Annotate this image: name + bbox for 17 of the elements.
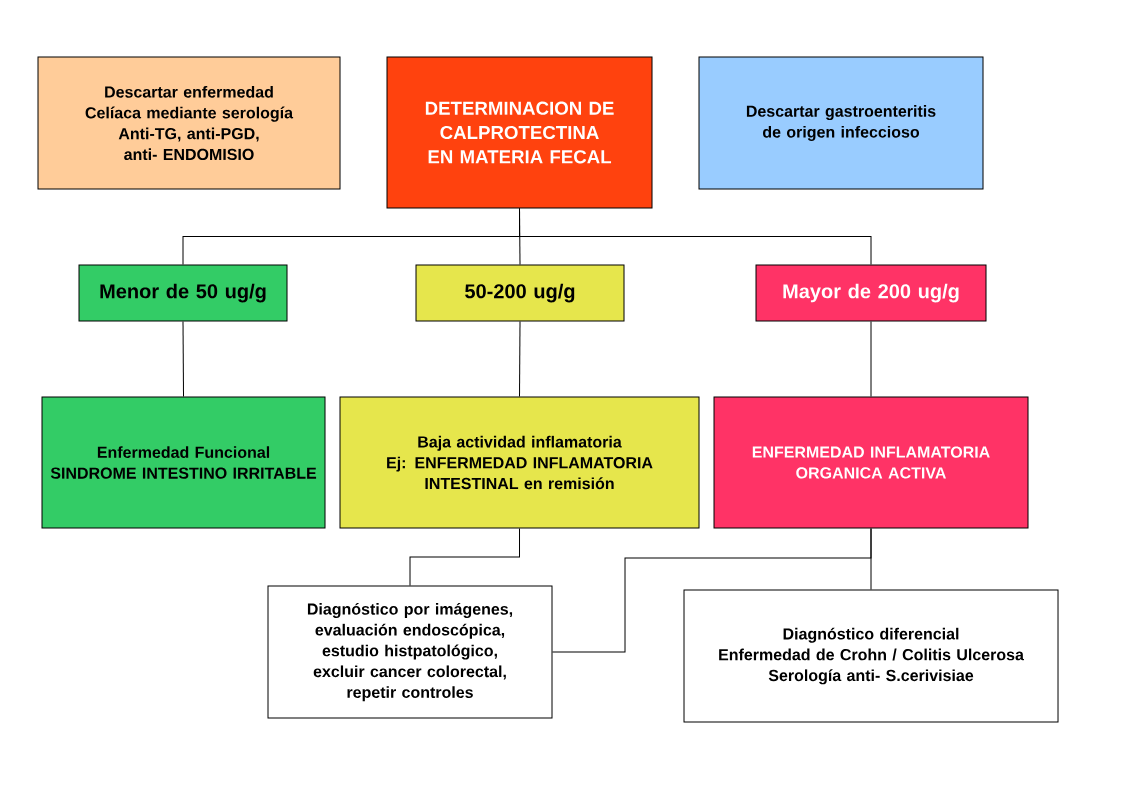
process-box: Diagnóstico diferencial Enfermedad de Crohn / Colitis Ulcerosa Serología anti- S.cerivisiae (683, 589, 1059, 723)
connector-line (870, 528, 872, 590)
process-box: Mayor de 200 ug/g (755, 264, 987, 322)
process-box: Menor de 50 ug/g (78, 264, 288, 322)
connector-line (519, 208, 872, 265)
process-box: 50-200 ug/g (415, 264, 625, 322)
connector-line (182, 321, 184, 397)
process-box: Baja actividad inflamatoria Ej: ENFERMEDAD INFLAMATORIA INTESTINAL en remisión (339, 396, 700, 529)
process-box: Diagnóstico por imágenes, evaluación endoscópica, estudio histpatológico, excluir cancer colorectal, repetir controles (267, 585, 553, 719)
process-box: Descartar gastroenteritis de origen infeccioso (698, 56, 984, 190)
process-box: ENFERMEDAD INFLAMATORIA ORGANICA ACTIVA (713, 396, 1029, 529)
process-box: DETERMINACION DE CALPROTECTINA EN MATERIA FECAL (386, 56, 653, 209)
process-box: Enfermedad Funcional SINDROME INTESTINO IRRITABLE (41, 396, 326, 529)
connector-line (870, 321, 872, 397)
connector-line (519, 321, 521, 397)
process-box: Descartar enfermedad Celíaca mediante serología Anti-TG, anti-PGD, anti- ENDOMISIO (37, 56, 341, 190)
connector-line (409, 528, 520, 586)
